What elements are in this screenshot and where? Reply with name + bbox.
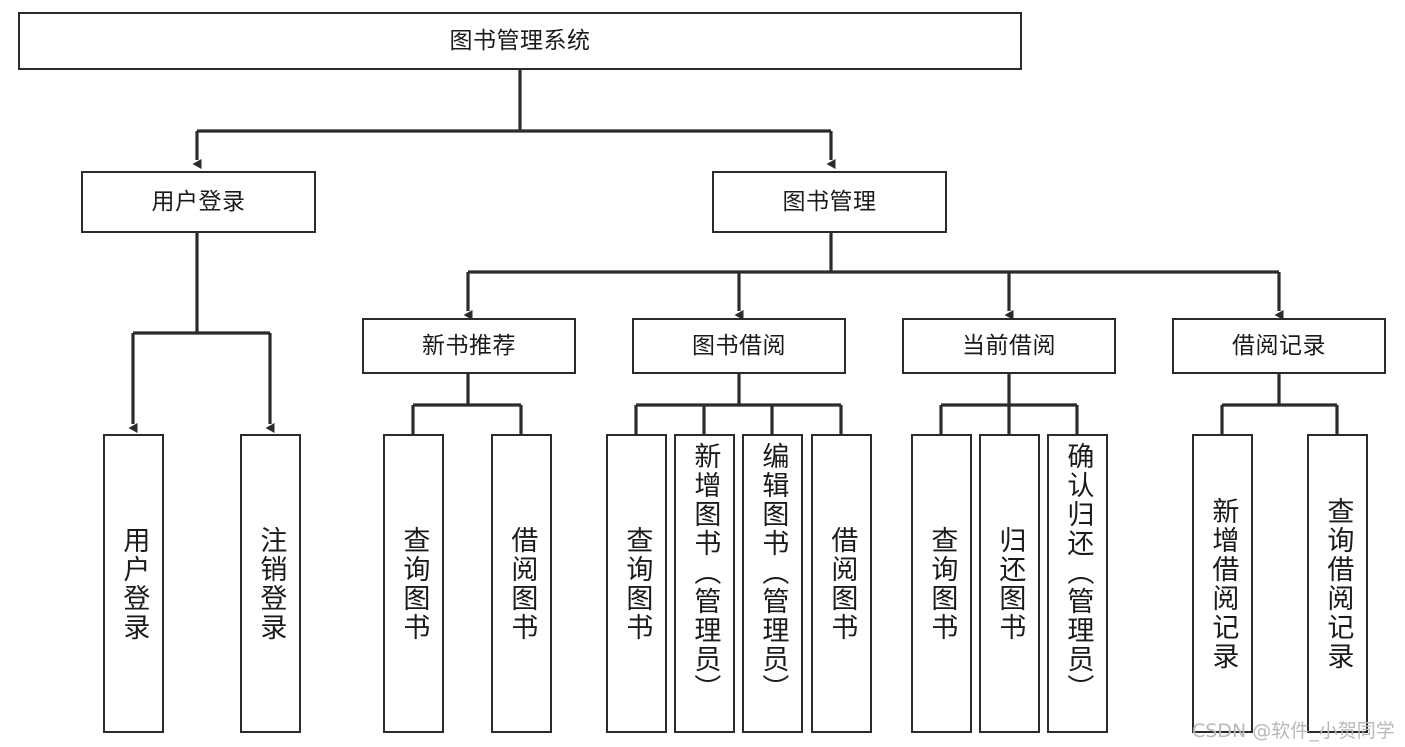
node-label: 图书管理系统: [449, 27, 591, 54]
node-label: 当前借阅: [962, 332, 1056, 359]
leaf-borrow-record-add-record[interactable]: 新增借阅记录: [1192, 434, 1253, 733]
node-new-book-recommendation[interactable]: 新书推荐: [362, 318, 576, 374]
node-label: 用户登录: [118, 525, 150, 642]
node-label: 注销登录: [255, 525, 287, 642]
node-label: 查询图书: [621, 525, 653, 642]
leaf-current-borrow-confirm-return-admin[interactable]: 确认归还（管理员）: [1047, 434, 1108, 733]
leaf-current-borrow-query-book[interactable]: 查询图书: [911, 434, 972, 733]
node-label: 查询图书: [398, 525, 430, 642]
leaf-borrow-record-query-record[interactable]: 查询借阅记录: [1307, 434, 1368, 733]
node-current-borrowing[interactable]: 当前借阅: [902, 318, 1116, 374]
leaf-book-borrow-edit-book-admin[interactable]: 编辑图书（管理员）: [742, 434, 803, 733]
node-label: 借阅图书: [506, 525, 538, 642]
node-label: 新增图书（管理员）: [689, 442, 721, 703]
node-label: 新增借阅记录: [1207, 496, 1239, 671]
node-user-login[interactable]: 用户登录: [81, 171, 316, 233]
leaf-book-borrow-add-book-admin[interactable]: 新增图书（管理员）: [674, 434, 735, 733]
leaf-new-book-borrow-book[interactable]: 借阅图书: [491, 434, 552, 733]
leaf-user-login-login[interactable]: 用户登录: [103, 434, 164, 733]
node-borrowing-record[interactable]: 借阅记录: [1172, 318, 1386, 374]
node-label: 新书推荐: [422, 332, 516, 359]
node-label: 借阅记录: [1232, 332, 1326, 359]
node-label: 用户登录: [151, 188, 246, 215]
node-label: 查询图书: [926, 525, 958, 642]
node-book-borrowing[interactable]: 图书借阅: [632, 318, 846, 374]
leaf-current-borrow-return-book[interactable]: 归还图书: [979, 434, 1040, 733]
leaf-book-borrow-query-book[interactable]: 查询图书: [606, 434, 667, 733]
node-label: 确认归还（管理员）: [1062, 442, 1094, 703]
leaf-book-borrow-borrow-book[interactable]: 借阅图书: [811, 434, 872, 733]
node-label: 图书管理: [782, 188, 877, 215]
csdn-watermark: CSDN @软件_小贺同学: [1192, 720, 1395, 742]
node-book-management[interactable]: 图书管理: [712, 171, 947, 233]
node-label: 图书借阅: [692, 332, 786, 359]
node-label: 编辑图书（管理员）: [757, 442, 789, 703]
node-label: 查询借阅记录: [1322, 496, 1354, 671]
node-label: 归还图书: [994, 525, 1026, 642]
leaf-new-book-query-book[interactable]: 查询图书: [383, 434, 444, 733]
leaf-user-login-logout[interactable]: 注销登录: [240, 434, 301, 733]
node-label: 借阅图书: [826, 525, 858, 642]
node-root-book-management-system[interactable]: 图书管理系统: [18, 12, 1022, 70]
